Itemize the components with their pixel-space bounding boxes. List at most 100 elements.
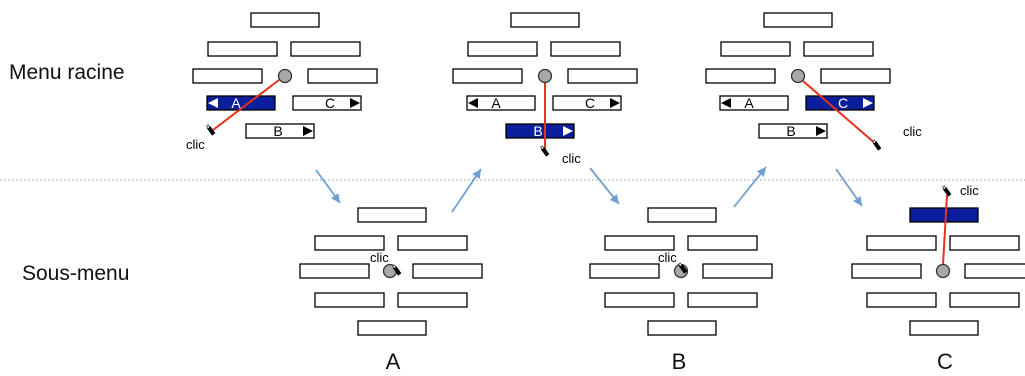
- menu-item-c-label: C: [585, 95, 595, 111]
- submenu-item-box: [357, 320, 427, 336]
- column-label-c: C: [937, 349, 953, 374]
- transition-arrow-head: [472, 169, 481, 179]
- menu-item-b-label: B: [533, 123, 542, 139]
- submenu-item-box: [866, 292, 937, 308]
- cursor-body: [678, 263, 688, 274]
- menu-item-box: [192, 68, 263, 84]
- menu-item-box: [452, 68, 523, 84]
- submenu-arrow-left-icon: [468, 98, 478, 108]
- menu-item-b: [758, 123, 828, 139]
- click-label: clic: [960, 183, 979, 198]
- submenu-arrow-left-icon: [208, 98, 218, 108]
- column-label-a: A: [385, 349, 401, 374]
- click-label: clic: [186, 137, 205, 152]
- cursor-tip: [206, 124, 211, 129]
- submenu-item-box: [397, 235, 468, 251]
- menu-item-box: [250, 12, 320, 28]
- submenu-arrow-right-icon: [303, 126, 313, 136]
- cursor-tip: [540, 145, 545, 150]
- submenu-item-box: [949, 292, 1020, 308]
- menu-item-b-label: B: [273, 123, 282, 139]
- menu-item-box: [763, 12, 833, 28]
- menu-item-a: [466, 95, 536, 111]
- menu-item-b-label: B: [786, 123, 795, 139]
- submenu-item-box: [687, 235, 758, 251]
- cursor-tip: [678, 262, 683, 267]
- row-label-root-menu: Menu racine: [9, 61, 125, 84]
- cursor-icon: [206, 124, 216, 136]
- menu-item-box: [510, 12, 580, 28]
- cursor-icon: [540, 145, 550, 157]
- submenu-item-box: [851, 263, 922, 279]
- cursor-tip: [872, 139, 877, 144]
- submenu-arrow-right-icon: [563, 126, 573, 136]
- transition-arrow-head: [609, 194, 619, 204]
- menu-item-a-label: A: [744, 95, 754, 111]
- click-label: clic: [370, 250, 389, 265]
- submenu-item-box: [314, 235, 385, 251]
- submenu-item-box: [647, 320, 717, 336]
- cursor-body: [942, 186, 952, 197]
- menu-item-a-label: A: [231, 95, 241, 111]
- cursor-icon: [872, 139, 882, 151]
- submenu-arrow-right-icon: [610, 98, 620, 108]
- submenu-arrow-left-icon: [721, 98, 731, 108]
- menu-center-dot: [537, 68, 553, 84]
- menu-item-box: [207, 41, 278, 57]
- menu-item-c-label: C: [838, 95, 848, 111]
- cursor-icon: [392, 264, 402, 276]
- column-label-b: B: [671, 349, 687, 374]
- menu-item-box: [820, 68, 891, 84]
- menu-center-dot: [277, 68, 293, 84]
- submenu-item-box: [702, 263, 773, 279]
- click-label: clic: [562, 151, 581, 166]
- submenu-item-box: [866, 235, 937, 251]
- submenu-item-box: [909, 320, 979, 336]
- menu-item-a-label: A: [491, 95, 501, 111]
- selection-ray: [802, 80, 878, 146]
- submenu-item-box: [589, 263, 660, 279]
- menu-item-box: [803, 41, 874, 57]
- menu-item-box: [550, 41, 621, 57]
- menu-item-box: [705, 68, 776, 84]
- submenu-item-box: [299, 263, 370, 279]
- selection-ray: [212, 79, 280, 131]
- submenu-item-selected: [909, 207, 979, 223]
- menu-item-b: [505, 123, 575, 139]
- menu-item-box: [567, 68, 638, 84]
- click-label: clic: [903, 124, 922, 139]
- cursor-tip: [942, 185, 947, 190]
- selection-ray: [942, 194, 948, 266]
- menu-center-dot: [935, 263, 951, 279]
- transition-arrow-head: [756, 167, 766, 177]
- submenu-item-box: [687, 292, 758, 308]
- cursor-icon: [942, 185, 952, 197]
- menu-item-c-label: C: [325, 95, 335, 111]
- submenu-item-box: [314, 292, 385, 308]
- submenu-item-box: [647, 207, 717, 223]
- cursor-body: [540, 146, 550, 157]
- cursor-icon: [678, 262, 688, 274]
- cursor-body: [872, 140, 882, 151]
- cursor-body: [392, 265, 402, 276]
- menu-item-box: [720, 41, 791, 57]
- submenu-item-box: [949, 235, 1020, 251]
- row-label-submenu: Sous-menu: [22, 262, 130, 285]
- menu-item-box: [307, 68, 378, 84]
- click-label: clic: [658, 250, 677, 265]
- menu-item-a: [719, 95, 789, 111]
- transition-arrow-head: [853, 196, 862, 206]
- submenu-item-box: [964, 263, 1025, 279]
- menu-item-box: [467, 41, 538, 57]
- menu-item-c: [292, 95, 362, 111]
- submenu-item-box: [397, 292, 468, 308]
- submenu-item-box: [412, 263, 483, 279]
- submenu-arrow-right-icon: [863, 98, 873, 108]
- submenu-arrow-right-icon: [350, 98, 360, 108]
- cursor-tip: [392, 264, 397, 269]
- menu-item-c: [552, 95, 622, 111]
- submenu-arrow-right-icon: [816, 126, 826, 136]
- cursor-body: [206, 125, 216, 136]
- submenu-item-box: [357, 207, 427, 223]
